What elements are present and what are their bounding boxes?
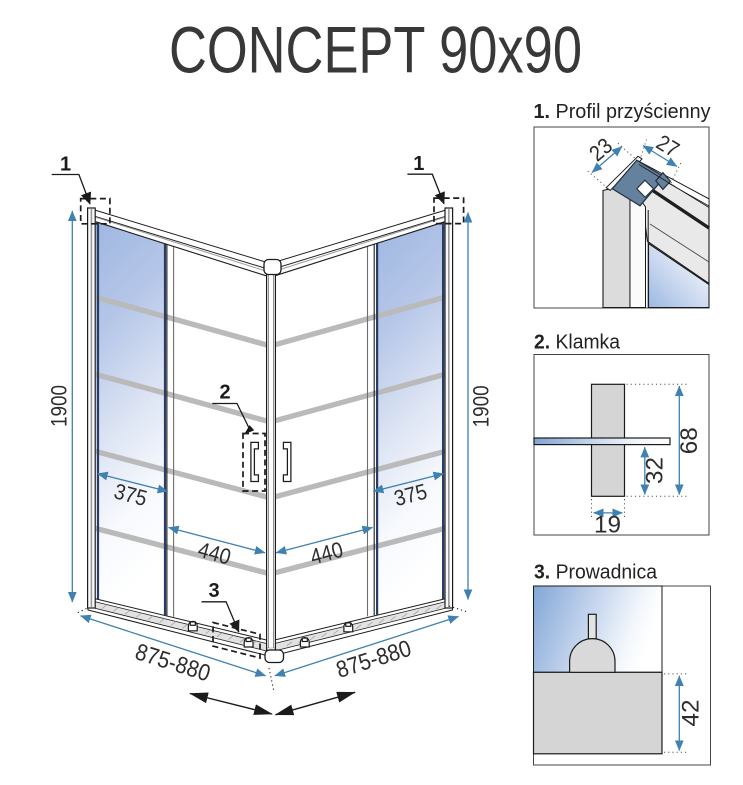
svg-text:1: 1 (413, 153, 424, 175)
svg-text:3. Prowadnica: 3. Prowadnica (534, 561, 658, 584)
svg-text:1900: 1900 (469, 385, 494, 427)
svg-text:19: 19 (594, 511, 621, 538)
svg-text:2: 2 (219, 382, 230, 404)
svg-text:1. Profil przyścienny: 1. Profil przyścienny (534, 100, 712, 123)
svg-text:3: 3 (208, 580, 219, 602)
svg-text:32: 32 (642, 457, 669, 484)
svg-text:CONCEPT 90x90: CONCEPT 90x90 (169, 13, 582, 87)
svg-text:2. Klamka: 2. Klamka (534, 331, 621, 354)
svg-text:42: 42 (678, 700, 705, 727)
svg-text:1900: 1900 (47, 385, 72, 427)
svg-text:1: 1 (60, 153, 71, 175)
svg-text:68: 68 (676, 427, 703, 454)
